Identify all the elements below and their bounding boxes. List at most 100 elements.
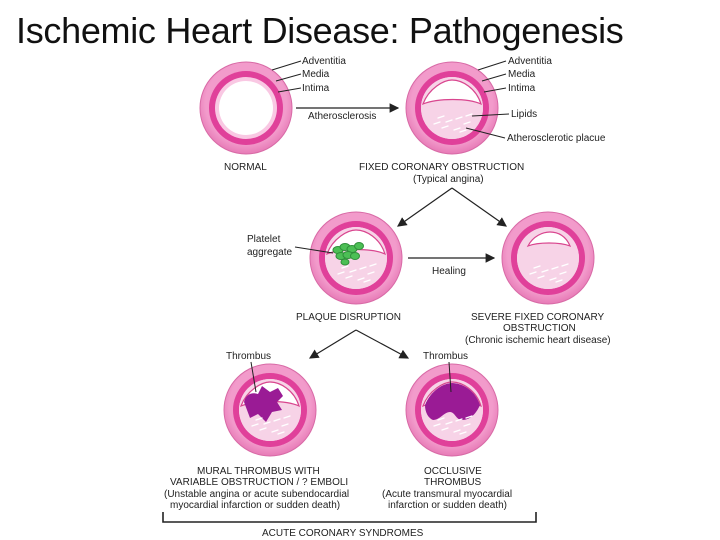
lipid-streak	[453, 127, 461, 131]
leader-media-2	[481, 73, 507, 82]
leader-plaque	[465, 127, 506, 139]
lipid-streaks	[433, 113, 473, 133]
caption-mural-line1: MURAL THROMBUS WITH	[197, 466, 320, 477]
label-intima-2: Intima	[508, 83, 536, 94]
caption-mural-line4: myocardial infarction or sudden death)	[170, 500, 340, 511]
label-platelet-line2: aggregate	[247, 247, 292, 258]
lipid-streaks	[251, 415, 291, 435]
caption-occlusive-line4: infarction or sudden death)	[388, 500, 507, 511]
lipid-streak	[445, 421, 453, 425]
leader-thrombus-2	[448, 361, 452, 393]
lipid-streak	[359, 266, 367, 270]
caption-mural-line2: VARIABLE OBSTRUCTION / ? EMBOLI	[170, 477, 348, 488]
caption-fixed-line1: FIXED CORONARY OBSTRUCTION	[359, 162, 524, 173]
caption-severe-line1: SEVERE FIXED CORONARY	[471, 312, 605, 323]
lipid-streak	[273, 418, 281, 422]
lipid-streak	[459, 431, 467, 435]
caption-severe-line2: OBSTRUCTION	[503, 323, 576, 334]
leader-platelet	[294, 246, 334, 254]
lipid-streak	[283, 415, 291, 419]
leader-thrombus-1	[250, 361, 257, 393]
vessel-severe-obstruction	[501, 211, 595, 305]
lipid-streak	[255, 417, 263, 421]
lipid-streak	[549, 277, 557, 281]
lipid-streaks	[529, 263, 569, 283]
label-atherosclerosis: Atherosclerosis	[308, 111, 376, 122]
label-adventitia-1: Adventitia	[302, 56, 346, 67]
lipid-streak	[463, 121, 471, 125]
leader-lines	[250, 60, 510, 393]
lipid-streak	[555, 279, 563, 283]
lipid-streak	[465, 415, 473, 419]
leader-media-1	[275, 73, 302, 82]
vessel-normal	[199, 61, 293, 155]
label-media-1: Media	[302, 69, 330, 80]
lipid-streak	[367, 271, 375, 275]
vessel-fixed-obstruction	[405, 61, 499, 155]
acute-syndromes-bracket	[162, 512, 537, 523]
lipid-streak	[271, 429, 279, 433]
lipid-streak	[455, 418, 463, 422]
label-media-2: Media	[508, 69, 536, 80]
label-healing: Healing	[432, 266, 466, 277]
leader-adventitia-2	[477, 60, 507, 71]
lipid-streak	[559, 271, 567, 275]
arrow-to-severe	[451, 187, 507, 227]
label-intima-1: Intima	[302, 83, 330, 94]
lipid-streak	[357, 277, 365, 281]
caption-normal: NORMAL	[224, 162, 267, 173]
arrow-to-occlusive	[355, 329, 410, 359]
lipid-streak	[463, 423, 471, 427]
label-lipids: Lipids	[511, 109, 537, 120]
lipid-streak	[433, 423, 441, 427]
lipid-streak	[349, 269, 357, 273]
lipid-streak	[369, 263, 377, 267]
lipid-streak	[433, 121, 441, 125]
arrow-to-plaque-disruption	[397, 187, 453, 227]
lipid-streaks	[337, 263, 377, 283]
captions: NORMAL FIXED CORONARY OBSTRUCTION (Typic…	[164, 162, 611, 539]
lipid-streak	[453, 429, 461, 433]
vessel-plaque-disruption	[309, 211, 403, 305]
lumen	[421, 79, 482, 106]
occlusive-thrombus	[425, 383, 480, 420]
lipid-streak	[441, 125, 449, 129]
lipid-streak	[341, 265, 349, 269]
platelet-aggregate	[332, 242, 364, 266]
lumen	[219, 81, 273, 135]
lipid-streak	[537, 275, 545, 279]
leader-intima-2	[483, 87, 507, 93]
lipid-streak	[455, 116, 463, 120]
lipid-streak	[259, 427, 267, 431]
label-platelet-line1: Platelet	[247, 234, 281, 245]
lipid-streak	[529, 271, 537, 275]
lipid-streak	[533, 265, 541, 269]
arrows	[296, 103, 507, 359]
lipid-streak	[337, 271, 345, 275]
leader-lipids	[471, 113, 510, 117]
lipid-streak	[465, 113, 473, 117]
leader-adventitia-1	[271, 60, 302, 71]
lipid-streak	[281, 423, 289, 427]
caption-fixed-line2: (Typical angina)	[413, 174, 484, 185]
label-thrombus-2: Thrombus	[423, 351, 468, 362]
lipid-streak	[263, 421, 271, 425]
lipid-streak	[251, 423, 259, 427]
caption-plaque-disruption: PLAQUE DISRUPTION	[296, 312, 401, 323]
vessel-mural-thrombus	[223, 363, 317, 457]
label-adventitia-2: Adventitia	[508, 56, 552, 67]
lipid-streak	[363, 279, 371, 283]
caption-occlusive-line1: OCCLUSIVE	[424, 466, 482, 477]
structure-labels: Adventitia Media Intima Atherosclerosis …	[226, 56, 606, 362]
lipid-streaks	[433, 415, 473, 435]
leader-intima-1	[277, 87, 302, 93]
lipid-streak	[561, 263, 569, 267]
lipid-streak	[541, 269, 549, 273]
lipid-streak	[459, 129, 467, 133]
lipid-streak	[445, 119, 453, 123]
vessel-occlusive-thrombus	[405, 363, 499, 457]
lipid-streak	[441, 427, 449, 431]
lipid-streak	[345, 275, 353, 279]
